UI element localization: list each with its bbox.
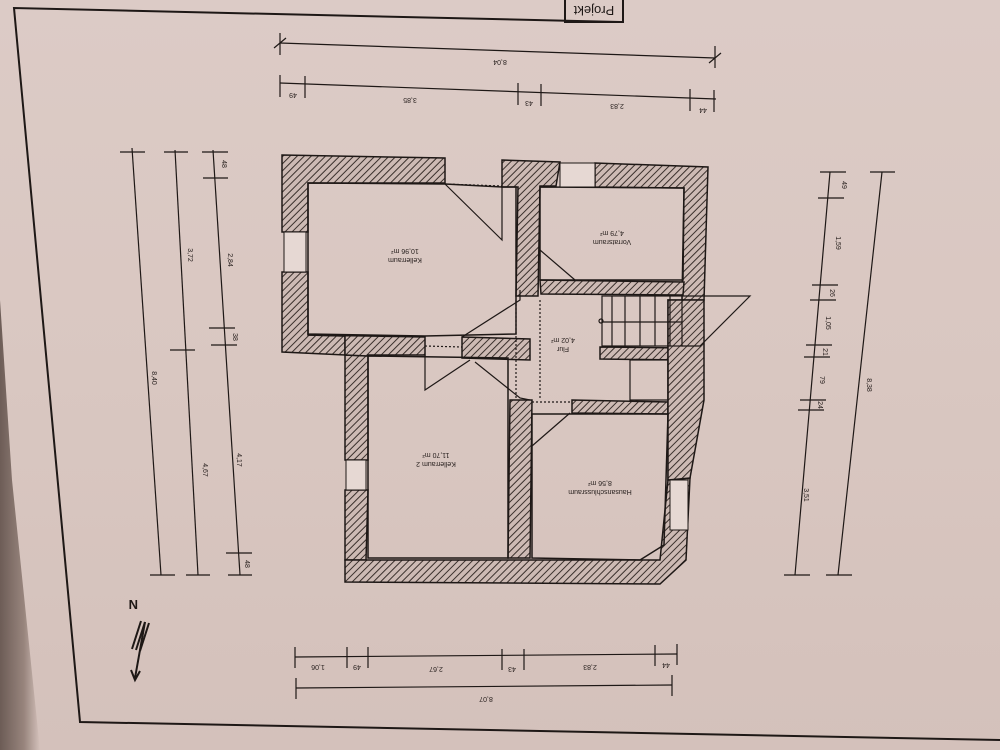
room-area: 4,79 m² (599, 229, 623, 236)
dim-left-inner: 48 (220, 160, 227, 168)
walls (281, 154, 709, 585)
room-hausanschlussraum: Hausanschlussraum 8,56 m² (568, 479, 632, 495)
title-block-label: Projekt (573, 3, 614, 18)
dim-left-mid: 4,67 (201, 463, 208, 477)
dim-left-inner: 4,17 (235, 453, 242, 467)
dim-bottom-seg: 2,83 (583, 663, 597, 670)
room-name: Vorratsraum (593, 238, 631, 245)
windows (283, 162, 689, 531)
room-kellerraum: Kellerraum 10,96 m² (388, 247, 422, 263)
room-area: 8,56 m² (587, 479, 611, 486)
dim-right-total: 8,38 (865, 378, 872, 392)
dim-bottom-seg: 2,67 (429, 665, 443, 672)
dim-bottom-seg: 44 (662, 661, 670, 668)
room-name: Kellerraum 2 (416, 460, 456, 467)
doors (424, 183, 576, 447)
title-block: Projekt (564, 0, 624, 23)
sheet-frame (12, 6, 1000, 741)
room-area: 4,02 m² (550, 336, 574, 343)
room-flur: Flur 4,02 m² (550, 336, 574, 352)
room-name: Hausanschlussraum (568, 488, 632, 495)
dim-top-seg: 44 (699, 106, 707, 113)
room-kellerraum-2: Kellerraum 2 11,70 m² (416, 451, 456, 467)
door-hausanschlussraum (531, 412, 571, 447)
room-name: Flur (556, 345, 569, 352)
dim-top-seg: 43 (525, 99, 533, 106)
door-vorratsraum (539, 249, 576, 281)
dim-right-inner: 1,59 (834, 236, 841, 250)
dim-bottom-seg: 43 (508, 665, 516, 672)
room-area: 11,70 m² (422, 451, 450, 458)
room-area: 10,96 m² (391, 247, 419, 254)
north-label: N (129, 597, 138, 612)
window-hausanschlussraum (669, 479, 689, 531)
dim-left-inner: 38 (231, 333, 238, 341)
dim-bottom-total: 8,07 (479, 695, 493, 702)
dim-bottom-seg: 49 (353, 663, 361, 670)
dim-right-inner: 24 (816, 401, 823, 409)
dimension-labels: 8,04 49 3,85 43 2,83 44 1,06 49 2,67 43 … (150, 58, 872, 702)
dim-top-seg: 49 (289, 91, 297, 98)
dim-left-mid: 3,72 (186, 248, 193, 262)
dim-top-total: 8,04 (493, 58, 507, 65)
dim-right-inner: 49 (840, 181, 847, 189)
window-vorratsraum (559, 162, 596, 188)
dimension-lines (120, 33, 895, 699)
dim-right-inner: 3,51 (802, 488, 809, 502)
north-arrow: N (129, 597, 150, 683)
staircase (598, 295, 752, 401)
dim-left-inner: 48 (243, 560, 250, 568)
dim-right-inner: 79 (818, 376, 825, 384)
dim-right-inner: 21 (821, 348, 828, 356)
window-kellerraum-2 (345, 459, 367, 491)
dim-bottom-seg: 1,06 (311, 663, 325, 670)
north-arrow-icon (130, 620, 150, 683)
door-kellerraum-flur (461, 290, 521, 338)
room-labels: Kellerraum 10,96 m² Vorratsraum 4,79 m² … (388, 229, 632, 495)
dim-left-total: 8,40 (150, 371, 157, 385)
dim-right-inner: 1,05 (824, 316, 831, 330)
dim-right-inner: 26 (828, 289, 835, 297)
room-outlines (307, 182, 685, 561)
room-vorratsraum: Vorratsraum 4,79 m² (593, 229, 631, 245)
dim-left-inner: 2,84 (226, 253, 233, 267)
dim-top-seg: 2,83 (610, 102, 624, 109)
room-name: Kellerraum (388, 256, 422, 263)
door-kellerraum-top (444, 183, 503, 242)
door-kellerraum-2 (424, 355, 471, 392)
door-flur-lower (474, 361, 531, 401)
plan-group: Kellerraum 10,96 m² Vorratsraum 4,79 m² … (120, 33, 895, 702)
window-kellerraum (283, 231, 307, 273)
dim-top-seg: 3,85 (403, 96, 417, 103)
